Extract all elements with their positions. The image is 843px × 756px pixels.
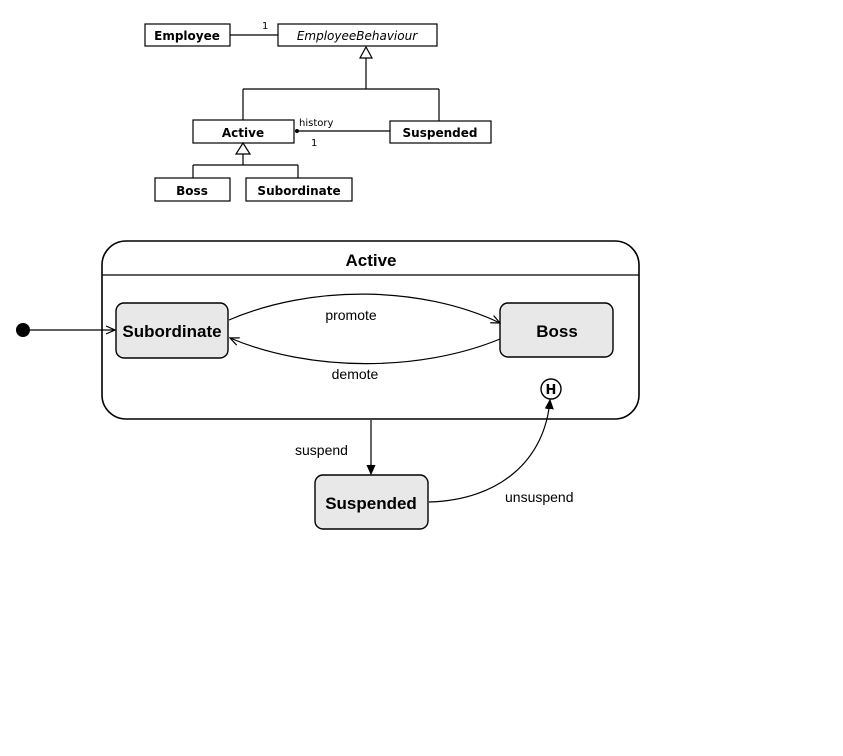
suspend-label: suspend	[295, 442, 348, 458]
class-suspended[interactable]: Suspended	[389, 120, 492, 144]
class-active-label: Active	[222, 126, 264, 140]
class-suspended-label: Suspended	[403, 126, 478, 140]
state-diagram: Active Subordinate Boss promote demote H…	[16, 240, 640, 530]
multiplicity-history: 1	[311, 138, 317, 149]
initial-state-dot[interactable]	[16, 323, 30, 337]
history-marker-label: H	[546, 383, 557, 398]
demote-transition-arrow	[230, 338, 501, 365]
demote-label: demote	[332, 366, 379, 382]
state-subordinate[interactable]: Subordinate	[115, 302, 229, 359]
composite-state-title: Active	[345, 251, 396, 270]
composite-state-active[interactable]: Active	[101, 240, 640, 420]
class-diagram: Employee 1 EmployeeBehaviour Active Susp…	[144, 21, 492, 202]
class-boss-label: Boss	[176, 184, 208, 198]
promote-transition-arrow	[228, 293, 500, 323]
history-label: history	[299, 118, 333, 129]
generalization-triangle-top	[358, 45, 374, 59]
state-boss[interactable]: Boss	[499, 302, 614, 358]
multiplicity-top: 1	[262, 21, 268, 32]
class-employee-behaviour-label: EmployeeBehaviour	[297, 29, 418, 43]
unsuspend-label: unsuspend	[505, 489, 574, 505]
class-employee-label: Employee	[154, 29, 220, 43]
state-subordinate-label: Subordinate	[122, 322, 221, 341]
class-employee-behaviour[interactable]: EmployeeBehaviour	[277, 23, 438, 47]
history-association-dot	[295, 129, 299, 133]
class-employee[interactable]: Employee	[144, 23, 231, 47]
class-active[interactable]: Active	[192, 119, 295, 144]
generalization-triangle-active	[234, 141, 252, 155]
unsuspend-transition-arrow	[428, 400, 550, 503]
state-suspended[interactable]: Suspended	[314, 474, 429, 530]
history-pseudostate[interactable]: H	[540, 378, 562, 400]
promote-label: promote	[325, 307, 377, 323]
class-subordinate[interactable]: Subordinate	[245, 177, 353, 202]
class-boss[interactable]: Boss	[154, 177, 231, 202]
class-subordinate-label: Subordinate	[257, 184, 340, 198]
state-suspended-label: Suspended	[325, 494, 417, 513]
state-boss-label: Boss	[536, 322, 578, 341]
